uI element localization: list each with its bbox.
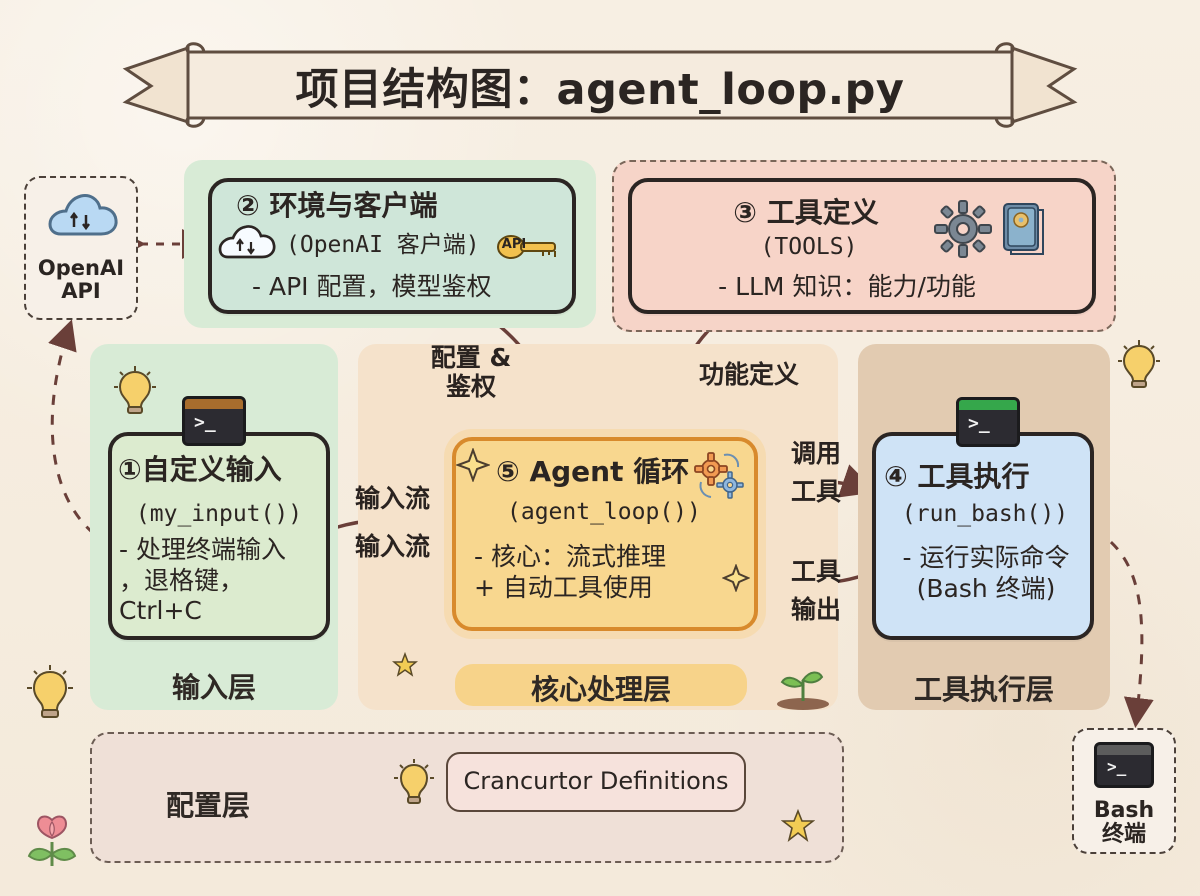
agent-loop-title: ⑤ Agent 循环 [496,455,690,488]
key-icon [496,233,568,261]
terminal-icon: >_ [956,397,1020,447]
env-client-detail: - API 配置，模型鉴权 [252,272,492,301]
tool-exec-title: ④ 工具执行 [884,460,1030,493]
lightbulb-icon [114,366,156,414]
lightbulb-icon [27,665,73,718]
page-title: 项目结构图：agent_loop.py [295,65,905,115]
cloud-icon [48,194,118,236]
api-badge: API [501,237,527,252]
env-client-subtitle: (OpenAI 客户端) [286,232,480,258]
tool-exec-subtitle: (run_bash()) [901,501,1069,527]
config-layer-label: 配置层 [166,789,251,822]
flower-icon [27,815,77,866]
config-auth-label: 配置 & 鉴权 [430,343,512,401]
custom-input-node [108,432,330,640]
gear-icon [694,452,744,499]
definitions-label: Crancurtor Definitions [463,767,729,795]
openai-api-label: OpenAI API [37,256,125,304]
lightbulb-icon [394,759,434,804]
call-tool-label: 调用 工具 [790,439,841,506]
core-layer-label: 核心处理层 [530,673,671,706]
gear-icon [934,200,992,258]
sparkle-icon [456,448,490,482]
lightbulb-icon [1118,340,1160,388]
tool-exec-layer-label: 工具执行层 [913,673,1054,706]
input-to-api-connector [48,319,111,547]
bash-terminal-label: Bash 终端 [1093,798,1155,848]
input-stream-label-top: 输入流 [354,484,430,513]
env-client-title: ② 环境与客户端 [236,189,438,222]
agent-loop-detail: - 核心：流式推理 + 自动工具使用 [474,542,666,602]
tools-def-subtitle: (TOOLS) [760,234,858,260]
agent-loop-node [452,437,758,631]
terminal-icon: >_ [182,396,246,446]
star-icon [392,652,418,677]
star-icon [781,809,815,843]
input-layer-label: 输入层 [171,671,256,704]
plant-icon [777,671,829,710]
exec-to-bash-connector [1094,528,1154,728]
title-banner [122,42,1078,128]
tool-exec-detail: - 运行实际命令 (Bash 终端) [902,543,1070,603]
custom-input-detail: - 处理终端输入 ，退格键， Ctrl+C [119,535,286,625]
tool-output-label: 工具 输出 [790,557,841,624]
tools-def-title: ③ 工具定义 [733,196,879,229]
sparkle-icon [722,564,750,592]
definitions-tag [446,752,746,812]
custom-input-title: ①自定义输入 [118,453,282,486]
function-def-label: 功能定义 [699,360,800,389]
agent-loop-subtitle: (agent_loop()) [507,499,701,525]
book-icon [1003,203,1044,255]
tool-exec-node [872,432,1094,640]
input-stream-label-bottom: 输入流 [354,532,430,561]
terminal-icon: >_ [1094,742,1154,788]
core-layer-label-pill [455,664,747,706]
cloud-icon [218,225,276,259]
custom-input-subtitle: (my_input()) [135,501,303,527]
tools-def-detail: - LLM 知识：能力/功能 [718,272,976,301]
